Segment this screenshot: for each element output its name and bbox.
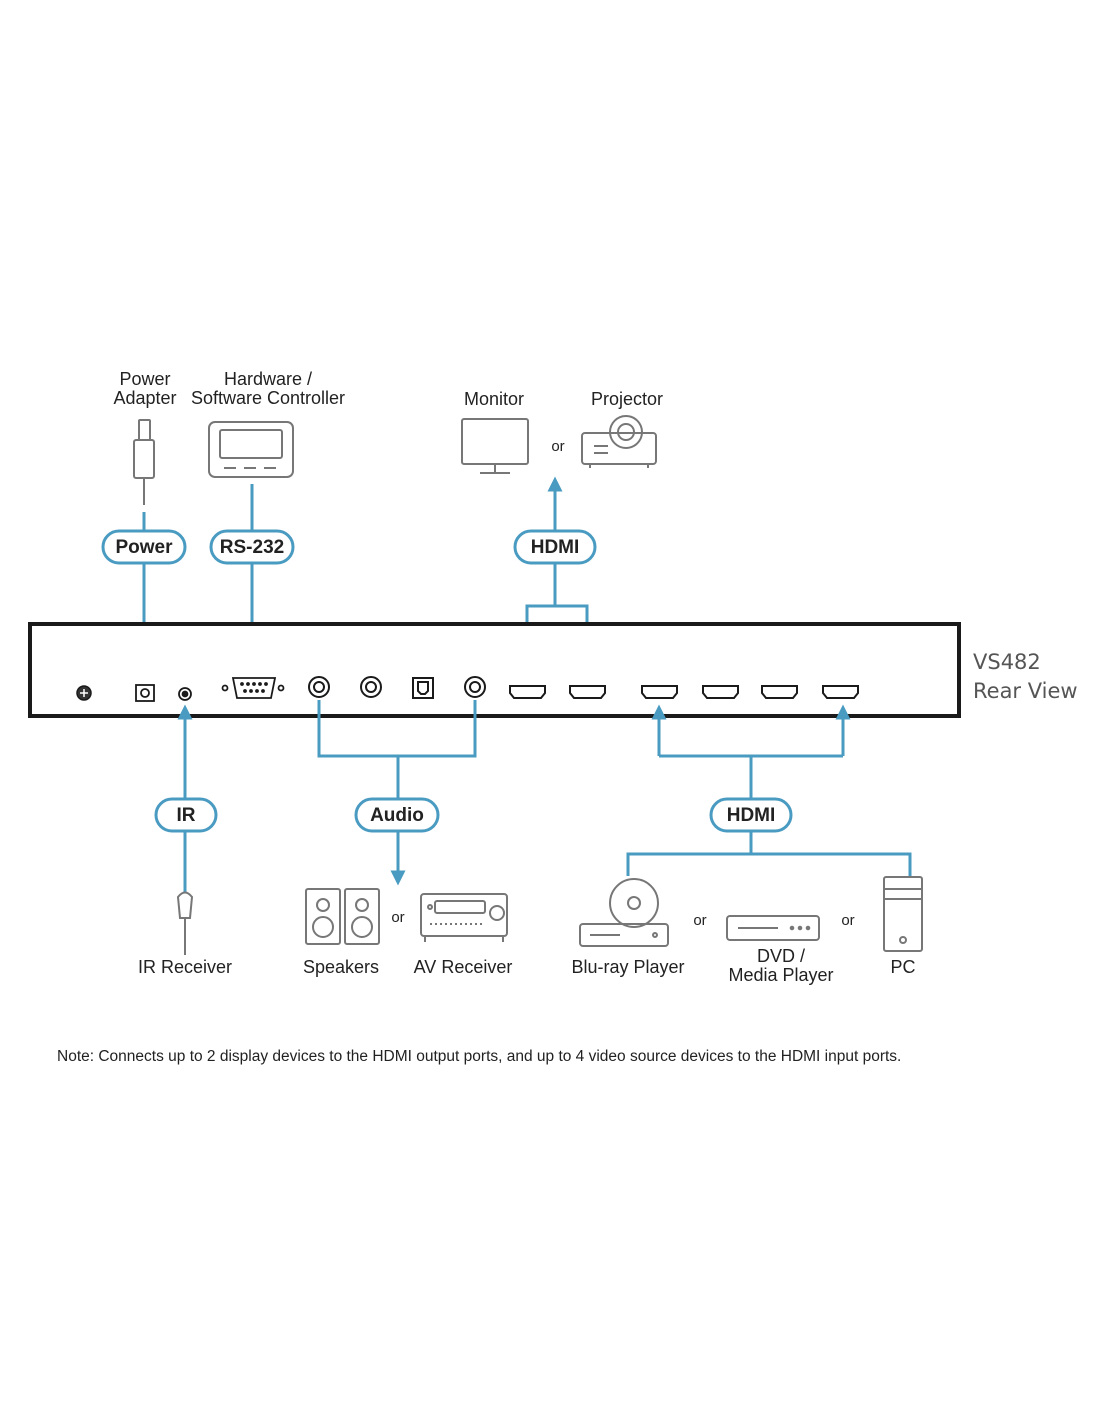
svg-text:Media Player: Media Player <box>728 965 833 985</box>
speakers-label: Speakers <box>303 957 379 977</box>
svg-text:HDMI: HDMI <box>531 537 580 558</box>
svg-text:DVD /: DVD / <box>757 946 805 966</box>
svg-text:Software Controller: Software Controller <box>191 388 345 408</box>
speakers-icon <box>305 888 380 945</box>
svg-text:HDMI: HDMI <box>727 805 776 826</box>
controller-label: Hardware / Software Controller <box>191 369 345 408</box>
projector-icon <box>581 415 657 468</box>
bluray-label: Blu-ray Player <box>571 957 684 977</box>
or-label-video-2: or <box>841 912 854 929</box>
audio-port-1-icon <box>308 676 330 698</box>
pc-label: PC <box>890 957 915 977</box>
audio-pill: Audio <box>354 797 440 833</box>
rs232-port-icon <box>221 677 285 699</box>
monitor-label: Monitor <box>464 389 524 409</box>
audio-lines <box>317 700 477 886</box>
view-label: Rear View <box>973 679 1078 703</box>
monitor-icon <box>461 418 529 474</box>
svg-text:Power: Power <box>115 537 173 558</box>
footnote: Note: Connects up to 2 display devices t… <box>57 1048 901 1065</box>
rear-panel <box>28 622 961 718</box>
dvd-player-icon <box>726 915 820 941</box>
ir-port-icon <box>178 687 192 701</box>
rs232-pill: RS-232 <box>209 529 295 565</box>
power-adapter-label: Power Adapter <box>113 369 176 408</box>
optical-port-icon <box>412 677 434 699</box>
hdmi-in-port-4-icon <box>822 685 859 699</box>
av-receiver-icon <box>420 893 508 942</box>
controller-icon <box>208 421 294 478</box>
hdmi-out-port-2-icon <box>569 685 606 699</box>
svg-text:Adapter: Adapter <box>113 388 176 408</box>
dvd-player-label: DVD / Media Player <box>728 946 833 985</box>
model-name: VS482 <box>973 650 1041 674</box>
svg-text:Power: Power <box>119 369 170 389</box>
svg-text:Audio: Audio <box>370 805 424 826</box>
hdmi-in-port-2-icon <box>702 685 739 699</box>
svg-text:Hardware /: Hardware / <box>224 369 312 389</box>
hdmi-in-port-1-icon <box>641 685 678 699</box>
pc-icon <box>883 876 923 952</box>
hdmi-in-lines <box>626 704 912 876</box>
hdmi-out-port-1-icon <box>509 685 546 699</box>
hdmi-out-pill: HDMI <box>513 529 597 565</box>
audio-port-2-icon <box>360 676 382 698</box>
ir-receiver-label: IR Receiver <box>138 957 232 977</box>
audio-port-3-icon <box>464 676 486 698</box>
power-port-icon <box>135 684 155 702</box>
or-label-video-1: or <box>693 912 706 929</box>
svg-text:IR: IR <box>177 805 196 826</box>
svg-text:RS-232: RS-232 <box>220 537 284 558</box>
projector-label: Projector <box>591 389 663 409</box>
ir-pill: IR <box>154 797 218 833</box>
or-label-top: or <box>551 438 564 455</box>
or-label-audio: or <box>391 909 404 926</box>
ground-screw-icon <box>76 685 92 701</box>
hdmi-in-port-3-icon <box>761 685 798 699</box>
av-receiver-label: AV Receiver <box>414 957 513 977</box>
hdmi-in-pill: HDMI <box>709 797 793 833</box>
ir-receiver-icon <box>176 891 194 955</box>
power-adapter-icon <box>133 419 155 505</box>
bluray-icon <box>579 878 669 947</box>
power-pill: Power <box>101 529 187 565</box>
